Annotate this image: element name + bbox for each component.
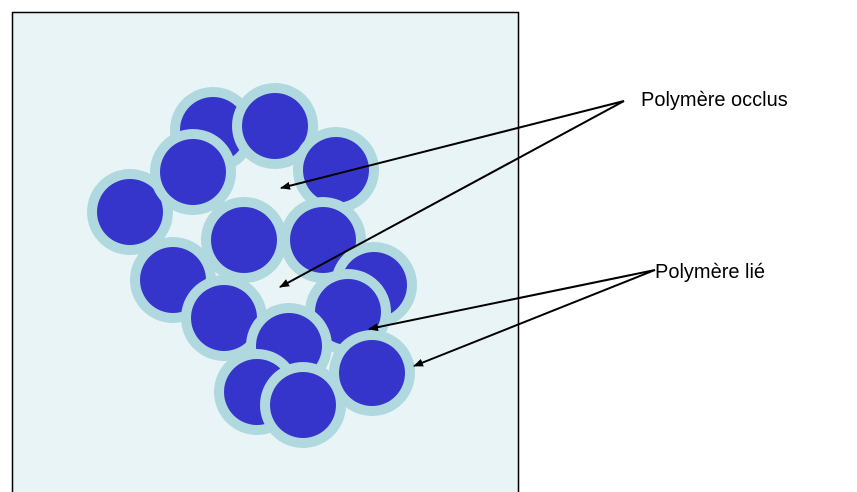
- arrow-bound-upper: [368, 269, 656, 332]
- particle: [181, 275, 267, 361]
- particle: [293, 127, 379, 213]
- particle-core: [211, 207, 277, 273]
- particle-cluster: [87, 83, 417, 448]
- label-bound-polymer: Polymère lié: [655, 261, 766, 283]
- particle: [329, 330, 415, 416]
- particle-core: [270, 372, 336, 438]
- label-occluded-polymer: Polymère occlus: [641, 89, 788, 111]
- particle-core: [160, 139, 226, 205]
- particle: [260, 362, 346, 448]
- particle: [150, 129, 236, 215]
- particle-core: [242, 93, 308, 159]
- particle-core: [339, 340, 405, 406]
- particle-core: [290, 207, 356, 273]
- particle-core: [315, 279, 381, 345]
- arrow-occluded-lower: [279, 100, 625, 288]
- arrow-bound-lower: [413, 269, 656, 367]
- arrow-occluded-upper: [280, 100, 625, 190]
- particle-core: [97, 179, 163, 245]
- particle-core: [303, 137, 369, 203]
- arrow-group: [279, 100, 656, 367]
- particle: [232, 83, 318, 169]
- particle: [201, 197, 287, 283]
- particle: [87, 169, 173, 255]
- particle-core: [191, 285, 257, 351]
